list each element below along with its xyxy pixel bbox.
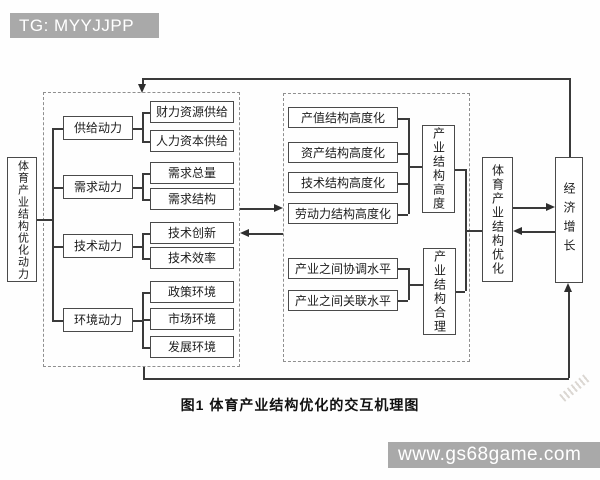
feedback-line-bottom [143,378,569,380]
connector-line [142,233,144,258]
connector-line [455,169,465,171]
connector-line [142,258,150,260]
box-driver-demand: 需求动力 [63,175,133,199]
box-factor-demand-total: 需求总量 [150,162,234,184]
connector-line [133,187,142,189]
box-factor-demand-structure: 需求结构 [150,188,234,210]
box-factor-tech-efficiency: 技术效率 [150,247,234,269]
box-economic-growth: 经济增长 [555,157,583,283]
box-factor-financial-supply: 财力资源供给 [150,101,234,123]
box-factor-policy-environment: 政策环境 [150,281,234,303]
connector-line [142,199,150,201]
connector-line [133,246,142,248]
feedback-line-bottom [568,291,570,378]
arrow-structure-to-drivers [248,233,283,235]
arrow-growth-to-optimization [522,231,555,233]
box-driver-environment: 环境动力 [63,308,133,332]
box-factor-market-environment: 市场环境 [150,308,234,330]
box-factor-tech-innovation: 技术创新 [150,222,234,244]
connector-line [142,347,150,349]
connector-line [52,320,63,322]
dashed-container-structure [283,93,470,362]
arrow-left-icon [240,229,249,237]
feedback-line-top [142,78,570,80]
box-driver-technology: 技术动力 [63,234,133,258]
connector-line [52,246,63,248]
feedback-line-top [569,78,571,157]
feedback-line-top [142,78,144,86]
connector-line [52,128,63,130]
connector-line [398,300,408,302]
connector-line [398,153,408,155]
connector-line [465,230,482,232]
box-structure-rationality: 产业结构合理 [423,248,456,335]
arrow-right-icon [274,204,283,212]
box-coordination-level: 产业之间协调水平 [288,258,398,279]
connector-line [408,166,422,168]
connector-line [142,141,150,143]
box-structure-optimization: 体育产业结构优化 [482,157,513,282]
connector-line [142,173,150,175]
arrow-right-icon [546,203,555,211]
feedback-line-bottom [143,367,145,378]
arrow-down-icon [138,84,146,93]
url-watermark-text: www.gs68game.com [398,444,582,465]
box-linkage-level: 产业之间关联水平 [288,290,398,311]
connector-line [398,183,408,185]
connector-line [456,291,465,293]
connector-line [52,128,54,320]
url-watermark-band: www.gs68game.com [388,442,600,468]
tg-watermark-band: TG: MYYJJPP [10,13,159,38]
connector-line [142,112,150,114]
connector-line [398,268,408,270]
connector-line [133,128,142,130]
connector-line [37,219,52,221]
connector-line [142,319,150,321]
connector-line [142,173,144,199]
connector-line [408,284,423,286]
box-structure-height: 产业结构高度 [422,125,455,213]
tg-watermark-text: TG: MYYJJPP [19,15,135,35]
box-source-dynamics: 体育产业结构优化动力 [7,157,37,282]
box-driver-supply: 供给动力 [63,116,133,140]
arrow-left-icon [513,227,522,235]
arrow-drivers-to-structure [240,208,275,210]
box-upgrade-labor: 劳动力结构高度化 [288,203,398,224]
connector-line [142,112,144,141]
box-upgrade-technology: 技术结构高度化 [288,172,398,193]
box-upgrade-assets: 资产结构高度化 [288,142,398,163]
connector-line [142,292,150,294]
box-factor-human-capital-supply: 人力资本供给 [150,130,234,152]
box-upgrade-output-value: 产值结构高度化 [288,107,398,128]
connector-line [133,320,142,322]
connector-line [52,187,63,189]
box-factor-development-environment: 发展环境 [150,336,234,358]
connector-line [398,214,408,216]
connector-line [142,233,150,235]
figure-caption: 图1 体育产业结构优化的交互机理图 [180,397,420,413]
arrow-up-icon [564,283,572,292]
arrow-optimization-to-growth [513,207,547,209]
connector-line [398,118,408,120]
